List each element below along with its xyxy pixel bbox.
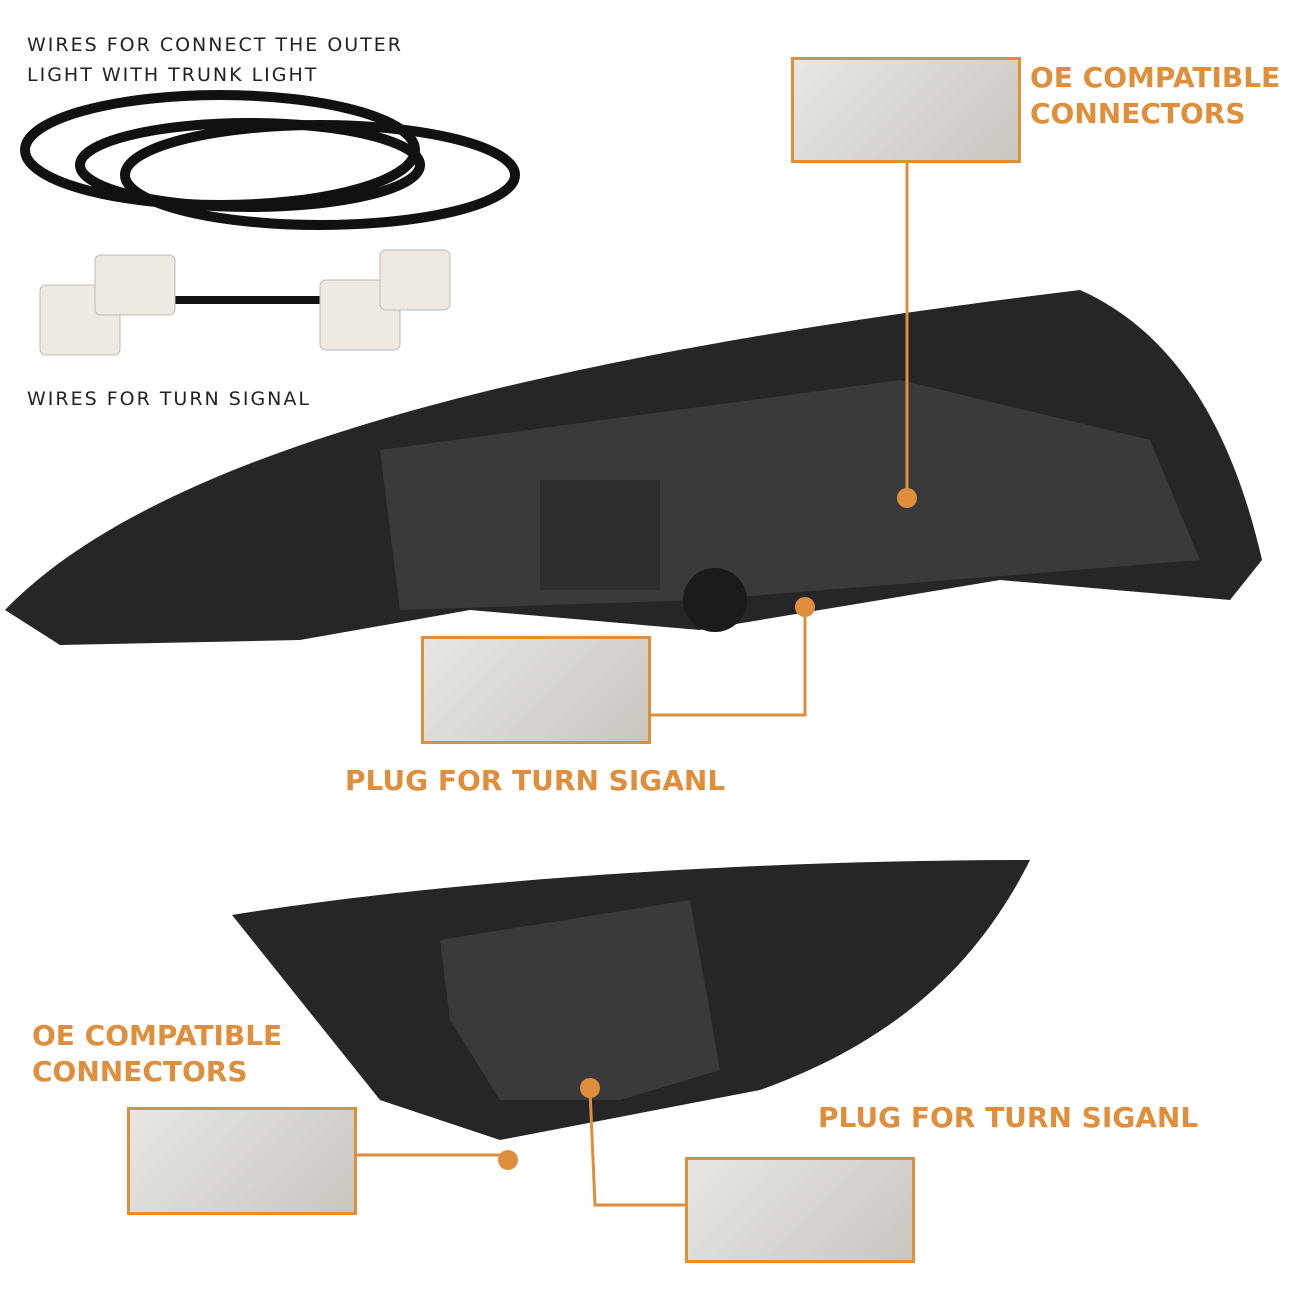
turn-signal-wire-image (39, 249, 451, 356)
plug-inset-top (421, 636, 651, 744)
oe-connector-inset-top (791, 57, 1021, 163)
plug-label-top: PLUG FOR TURN SIGANL (345, 764, 726, 797)
oe-compatible-label-top: OE COMPATIBLE CONNECTORS (1030, 61, 1281, 130)
callout-lines (355, 160, 909, 1207)
tail-light-top-image (5, 290, 1262, 645)
plug-label-bottom: PLUG FOR TURN SIGANL (818, 1101, 1199, 1134)
wire-harness-image (20, 90, 520, 230)
oe-connector-inset-bottom (127, 1107, 357, 1215)
tail-light-bottom-image (232, 860, 1030, 1140)
outer-wires-label: WIRES FOR CONNECT THE OUTER LIGHT WITH T… (27, 34, 403, 86)
callout-dots (498, 488, 917, 1170)
plug-inset-bottom (685, 1157, 915, 1263)
turn-wires-label: WIRES FOR TURN SIGNAL (27, 388, 311, 410)
oe-compatible-label-bottom: OE COMPATIBLE CONNECTORS (32, 1019, 283, 1088)
